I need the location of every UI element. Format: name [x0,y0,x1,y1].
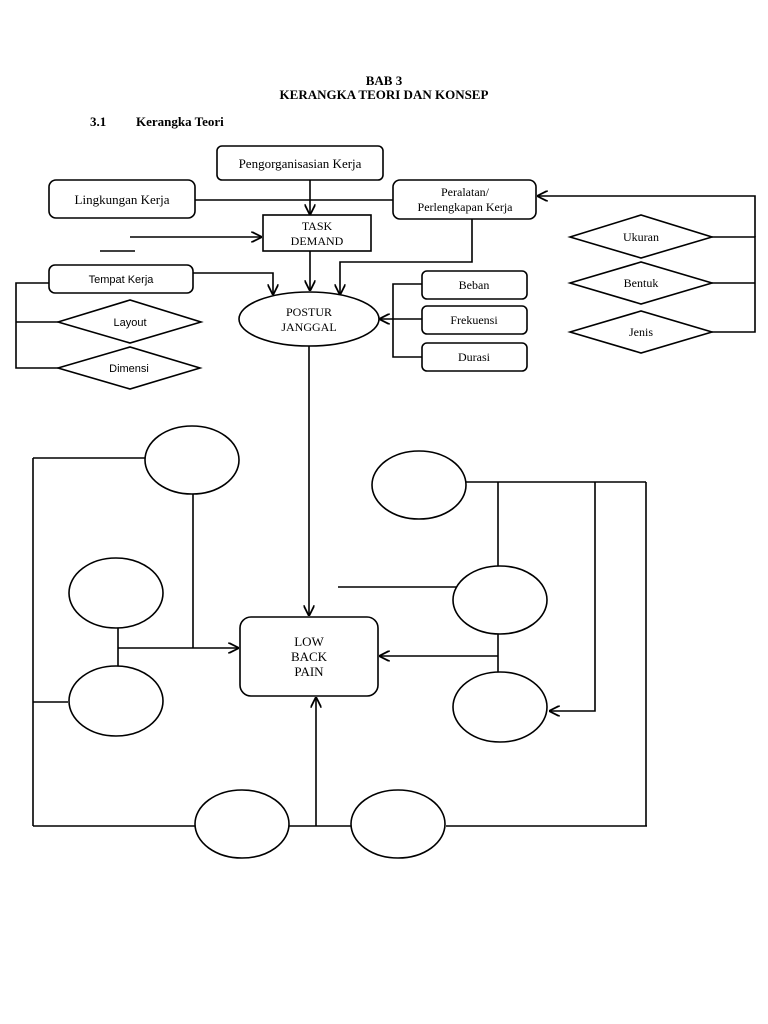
node-task-label-1: TASK [302,219,333,233]
node-lbp-label-1: LOW [294,634,324,649]
empty-node-left-top [144,425,240,495]
node-postur-janggal: POSTUR JANGGAL [238,291,380,347]
node-durasi-label: Durasi [458,350,491,364]
node-lbp-label-3: PAIN [294,664,324,679]
node-frekuensi: Frekuensi [421,305,528,335]
node-bentuk-label: Bentuk [624,276,659,290]
empty-node-right-top [371,450,467,520]
empty-node-bottom-left [194,789,290,859]
empty-node-bottom-right [350,789,446,859]
node-lingkungan-kerja: Lingkungan Kerja [48,179,196,219]
chapter-title: KERANGKA TEORI DAN KONSEP [280,87,489,102]
node-lbp-label-2: BACK [291,649,328,664]
node-postur-label-2: JANGGAL [281,320,336,334]
node-low-back-pain: LOW BACK PAIN [239,616,379,697]
empty-node-right-middle [452,565,548,635]
empty-node-left-middle [68,557,164,629]
node-beban-label: Beban [459,278,490,292]
node-durasi: Durasi [421,342,528,372]
section-number: 3.1 [90,114,106,129]
connectors [15,180,756,827]
node-postur-label-1: POSTUR [286,305,332,319]
node-task-demand: TASK DEMAND [262,214,372,252]
node-peralatan-label-2: Perlengkapan Kerja [418,200,514,214]
node-tempat-kerja: Tempat Kerja [48,264,194,294]
empty-factor-nodes [68,425,548,859]
node-ukuran-label: Ukuran [623,230,659,244]
node-layout: Layout [55,299,204,344]
node-pengorganisasian-label: Pengorganisasian Kerja [239,156,362,171]
node-peralatan-kerja: Peralatan/ Perlengkapan Kerja [392,179,537,220]
node-dimensi: Dimensi [55,346,203,390]
node-tempat-label: Tempat Kerja [89,274,155,286]
node-dimensi-label: Dimensi [109,363,149,375]
node-jenis-label: Jenis [629,325,653,339]
node-bentuk: Bentuk [567,261,715,305]
node-pengorganisasian-kerja: Pengorganisasian Kerja [216,145,384,181]
chapter-label: BAB 3 [366,73,403,88]
empty-node-right-bottom [452,671,548,743]
node-frekuensi-label: Frekuensi [450,313,498,327]
node-lingkungan-label: Lingkungan Kerja [75,192,170,207]
node-jenis: Jenis [567,310,715,354]
node-peralatan-label-1: Peralatan/ [441,185,490,199]
node-beban: Beban [421,270,528,300]
node-layout-label: Layout [113,317,146,329]
section-title: Kerangka Teori [136,114,224,129]
node-ukuran: Ukuran [567,214,715,259]
node-task-label-2: DEMAND [291,234,344,248]
empty-node-left-bottom [68,665,164,737]
